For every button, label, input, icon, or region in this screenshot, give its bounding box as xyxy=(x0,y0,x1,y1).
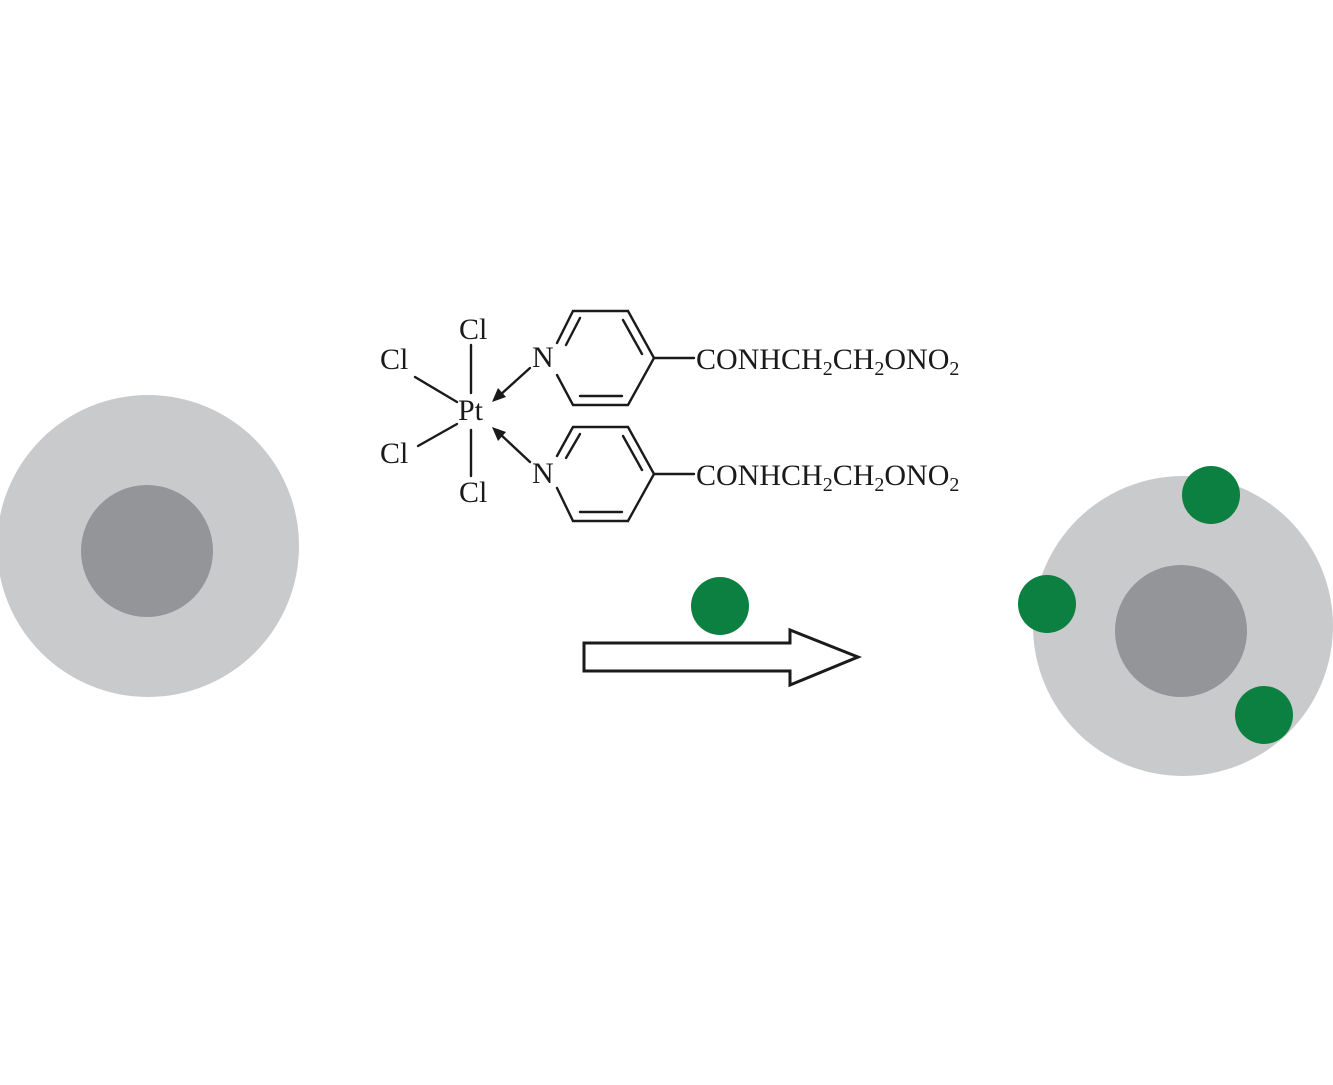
atom-label-n-lower: N xyxy=(532,457,554,490)
coordination-arrow-upper xyxy=(492,366,532,402)
untreated-cell xyxy=(0,395,299,697)
pyridine-ring-upper xyxy=(555,309,696,407)
atom-label-cl-bottom: Cl xyxy=(459,476,487,509)
treated-cell xyxy=(1018,466,1333,776)
pyridine-ring-lower xyxy=(555,425,696,523)
atom-label-cl-upper-left: Cl xyxy=(380,343,408,376)
coordination-arrow-lower xyxy=(492,427,532,464)
substituent-label-lower: CONHCH2CH2ONO2 xyxy=(696,459,959,496)
atom-label-cl-top: Cl xyxy=(459,313,487,346)
bound-particle-top xyxy=(1182,466,1240,524)
reagent-particle xyxy=(691,577,749,635)
substituent-label-upper: CONHCH2CH2ONO2 xyxy=(696,343,959,380)
bound-particle-bottom-right xyxy=(1235,686,1293,744)
bond-pt-cl-upper-left xyxy=(413,375,459,404)
treated-cell-nucleus xyxy=(1115,565,1247,697)
bound-particle-left xyxy=(1018,575,1076,633)
reaction-arrow xyxy=(582,627,863,688)
platinum-complex-structure: Pt Cl Cl Cl Cl N N CONHCH2CH2ONO2 CONHCH… xyxy=(380,309,959,523)
atom-label-pt: Pt xyxy=(458,394,484,427)
untreated-cell-nucleus xyxy=(81,485,213,617)
atom-label-n-upper: N xyxy=(532,341,554,374)
bond-pt-cl-lower-left xyxy=(416,422,459,448)
atom-label-cl-lower-left: Cl xyxy=(380,437,408,470)
